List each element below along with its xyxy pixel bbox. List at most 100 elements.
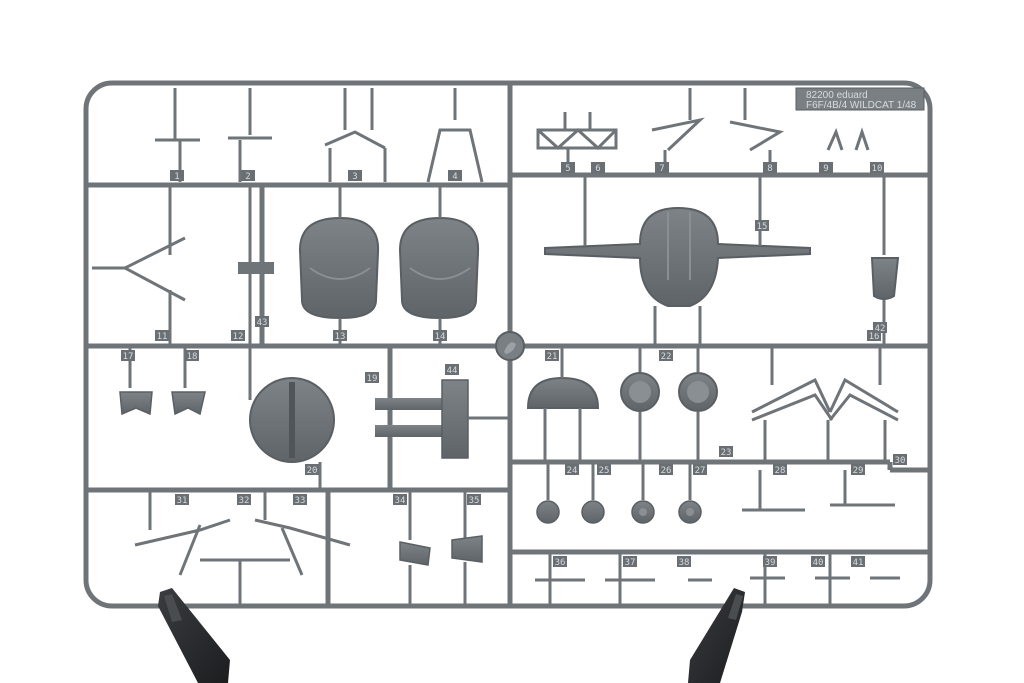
part-tag-label: 27 — [695, 466, 706, 476]
part-tag: 20 — [305, 464, 319, 476]
logo-line-1: 82200 eduard — [806, 90, 868, 101]
part-tag: 6 — [591, 162, 605, 174]
part-tag: 34 — [393, 494, 407, 506]
cockpit-bulkhead-left — [298, 185, 380, 346]
axle-parts-bottom-left — [134, 490, 351, 604]
part-tag: 1 — [170, 170, 184, 182]
part-tag: 40 — [811, 556, 825, 568]
part-tag: 17 — [121, 350, 135, 362]
part-tag: 26 — [659, 464, 673, 476]
part-tag: 14 — [433, 330, 447, 342]
part-tag: 30 — [893, 454, 907, 466]
part-tag-label: 28 — [775, 466, 786, 476]
bracket-part — [238, 185, 274, 346]
part-tag-label: 44 — [447, 366, 458, 376]
part-tag: 42 — [873, 322, 887, 334]
part-tag: 36 — [553, 556, 567, 568]
part-tag-label: 17 — [123, 352, 134, 362]
engine-mount-part — [375, 346, 508, 459]
sprue-hub — [495, 331, 525, 361]
part-tag: 29 — [851, 464, 865, 476]
part-tag: 31 — [175, 494, 189, 506]
part-tag-label: 21 — [547, 352, 558, 362]
part-tag-label: 18 — [187, 352, 198, 362]
part-tag-label: 25 — [599, 466, 610, 476]
part-tag-label: 20 — [307, 466, 318, 476]
part-tag-label: 11 — [157, 332, 168, 342]
part-tag: 24 — [565, 464, 579, 476]
part-tag-label: 15 — [757, 222, 768, 232]
part-tag-label: 31 — [177, 496, 188, 506]
part-tag-label: 9 — [823, 164, 828, 174]
part-tag-label: 40 — [813, 558, 824, 568]
part-tag-label: 4 — [452, 172, 457, 182]
fuselage-floor-part — [544, 175, 811, 346]
display-stand-clamp-right — [688, 588, 745, 683]
part-tag: 19 — [365, 372, 379, 384]
brand-logo-plate: 82200 eduard F6F/4B/4 WILDCAT 1/48 — [795, 87, 925, 111]
gear-strut-parts — [751, 346, 899, 462]
small-wheel-parts — [536, 462, 702, 524]
cockpit-bulkhead-right — [398, 185, 480, 346]
part-tag: 35 — [467, 494, 481, 506]
v-strut-part — [92, 185, 186, 346]
part-tag: 2 — [241, 170, 255, 182]
part-tag-label: 19 — [367, 374, 378, 384]
part-tag-label: 24 — [567, 466, 578, 476]
part-tag: 5 — [561, 162, 575, 174]
part-tag-label: 37 — [625, 558, 636, 568]
part-tag-label: 16 — [869, 332, 880, 342]
part-tag: 23 — [719, 446, 733, 458]
part-tag: 33 — [293, 494, 307, 506]
part-tag-label: 41 — [853, 558, 864, 568]
part-tag-label: 33 — [295, 496, 306, 506]
scoop-part — [870, 175, 900, 346]
part-tag-label: 29 — [853, 466, 864, 476]
part-tag-label: 5 — [565, 164, 570, 174]
part-tag-label: 36 — [555, 558, 566, 568]
part-tag-label: 42 — [875, 324, 886, 334]
part-tag-label: 7 — [659, 164, 664, 174]
part-tag: 3 — [348, 170, 362, 182]
part-tag: 41 — [851, 556, 865, 568]
canopy-dome-part — [526, 346, 600, 462]
part-tag-label: 43 — [257, 318, 268, 328]
fin-parts — [399, 490, 483, 604]
part-tag-label: 26 — [661, 466, 672, 476]
part-tag: 8 — [763, 162, 777, 174]
display-stand-clamp-left — [158, 588, 230, 683]
part-tag-label: 13 — [335, 332, 346, 342]
part-tag: 12 — [231, 330, 245, 342]
wheel-hub-parts — [620, 346, 718, 462]
part-tag: 16 — [867, 330, 881, 342]
round-bulkhead-part — [248, 346, 335, 490]
part-tag: 21 — [545, 350, 559, 362]
part-tag: 28 — [773, 464, 787, 476]
part-tag-label: 39 — [765, 558, 776, 568]
part-tag: 43 — [255, 316, 269, 328]
part-tag-label: 6 — [595, 164, 600, 174]
small-strut-parts-top-left — [155, 88, 484, 183]
rod-parts-right — [742, 470, 895, 512]
part-tag: 7 — [655, 162, 669, 174]
part-tag: 18 — [185, 350, 199, 362]
part-tag-label: 8 — [767, 164, 772, 174]
part-tag-label: 12 — [233, 332, 244, 342]
part-tag: 38 — [677, 556, 691, 568]
part-tag: 9 — [819, 162, 833, 174]
part-tag-label: 3 — [352, 172, 357, 182]
part-tag-label: 2 — [245, 172, 250, 182]
part-tag-label: 35 — [469, 496, 480, 506]
part-tag: 10 — [870, 162, 884, 174]
part-tag: 4 — [448, 170, 462, 182]
part-tag-label: 23 — [721, 448, 732, 458]
part-tag-label: 32 — [239, 496, 250, 506]
part-tag: 15 — [755, 220, 769, 232]
part-tag-label: 34 — [395, 496, 406, 506]
part-tag: 37 — [623, 556, 637, 568]
part-tag: 39 — [763, 556, 777, 568]
part-tag: 11 — [155, 330, 169, 342]
part-tag-label: 1 — [174, 172, 179, 182]
